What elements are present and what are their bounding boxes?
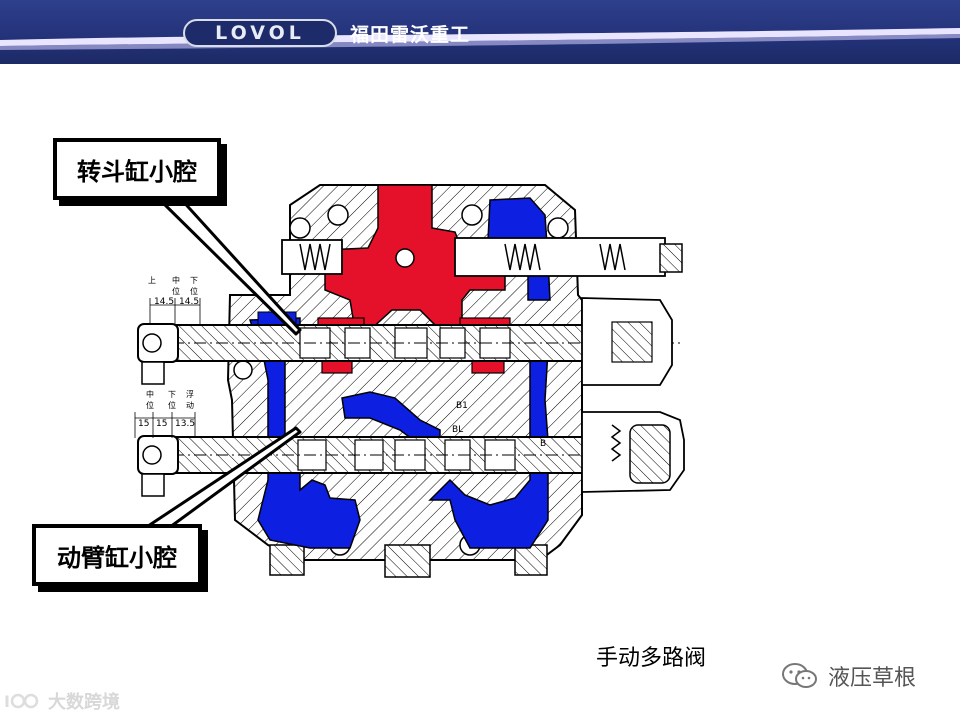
upper-pos-1: 上 [148,276,156,285]
label-bucket-text: 转斗缸小腔 [77,156,197,186]
lower-val-1: 15 [138,419,149,429]
watermark: I 大数跨境 [4,688,120,714]
upper-dimensions: 上 中 下 位 位 14.5 14.5 [148,275,201,325]
diagram-caption: 手动多路阀 [596,646,707,671]
wechat-icon [782,663,817,688]
lower-sub-3: 动 [186,400,194,410]
lower-dimensions: 中 下 浮 位 位 动 15 15 13.5 [134,389,196,438]
lower-pos-3: 浮 [186,389,194,399]
upper-pos-2: 中 [172,275,180,285]
brand-name: 福田雷沃重工 [350,24,471,46]
port-marks: B1 BL B [452,401,546,449]
relief-valve-assembly [281,237,683,277]
label-bucket-cylinder: 转斗缸小腔 [53,138,221,200]
lower-sub-2: 位 [168,400,176,410]
leader-lines [128,196,302,540]
right-detent-housings [581,297,685,493]
wechat-badge: 液压草根 [780,660,916,692]
watermark-text: 大数跨境 [48,692,120,713]
watermark-logo-icon: I [4,692,39,711]
mark-bl: BL [452,425,463,435]
wechat-account-name: 液压草根 [828,666,917,691]
header-bar: LOVOL 福田雷沃重工 [0,0,960,64]
upper-sub-1: 位 [172,286,180,296]
upper-val-2: 14.5 [179,297,199,307]
lower-pos-2: 下 [168,390,176,399]
upper-sub-2: 位 [190,286,198,296]
upper-val-1: 14.5 [154,297,174,307]
logo-text: LOVOL [215,22,305,44]
lower-pos-1: 中 [146,389,154,399]
lower-val-2: 15 [156,419,167,429]
label-boom-text: 动臂缸小腔 [57,542,177,572]
mark-b1: B1 [456,401,468,411]
lower-val-3: 13.5 [175,419,195,429]
lovol-logo: LOVOL [183,19,337,47]
mark-b: B [540,439,546,449]
upper-pos-3: 下 [190,276,198,285]
svg-text:I: I [4,692,10,711]
label-boom-cylinder: 动臂缸小腔 [32,524,202,586]
lower-sub-1: 位 [146,400,154,410]
